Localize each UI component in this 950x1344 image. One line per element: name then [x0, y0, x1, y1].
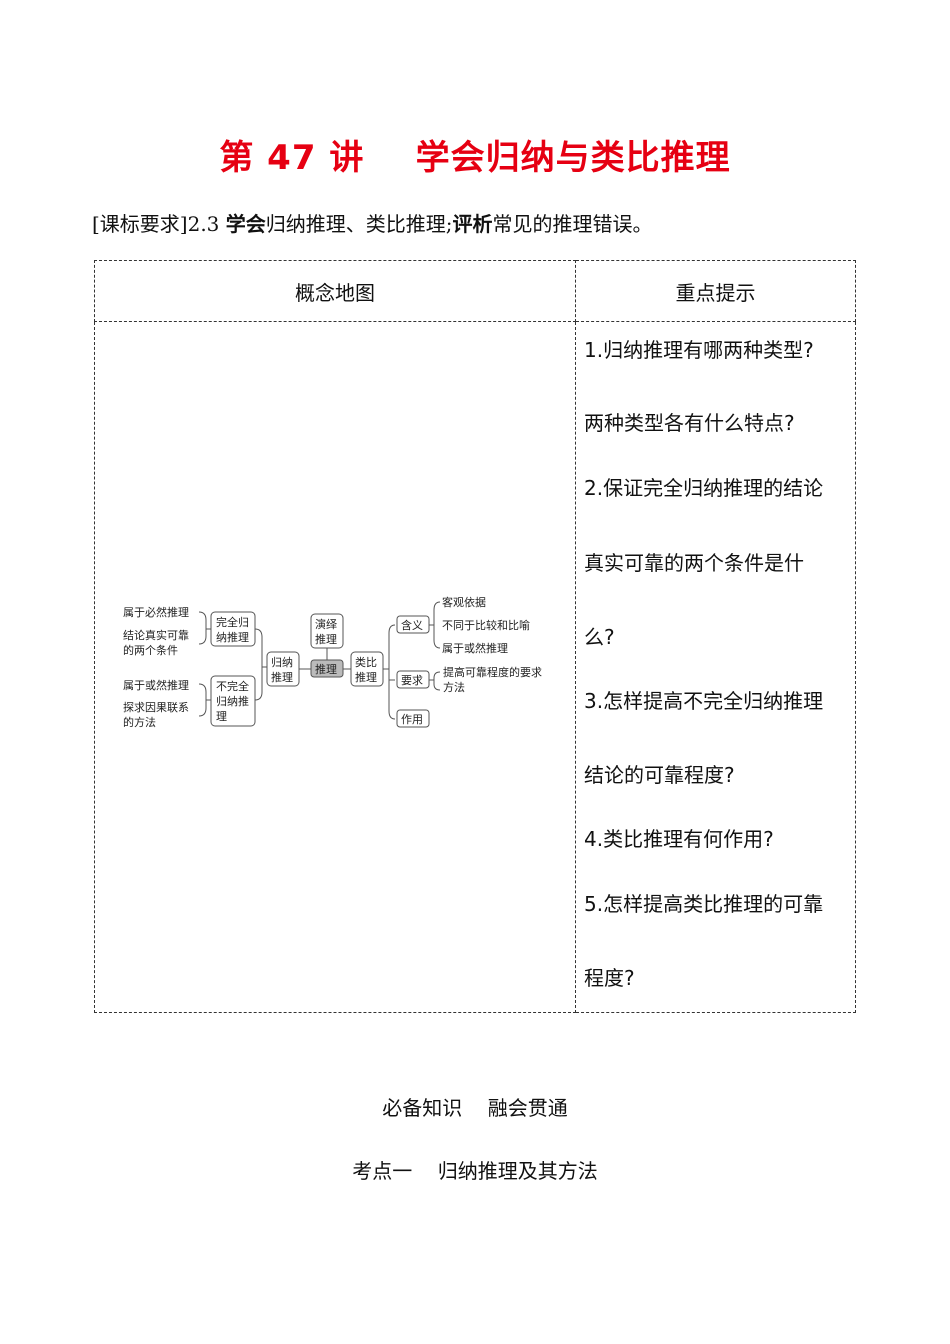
note-causal-1: 探求因果联系 — [123, 701, 189, 714]
req-prefix: [课标要求]2.3 — [92, 212, 226, 236]
tip-line: 真实可靠的两个条件是什 — [584, 551, 804, 575]
section-subheading: 考点一 归纳推理及其方法 — [352, 1159, 598, 1183]
section-heading: 必备知识 融会贯通 — [382, 1096, 568, 1120]
meaning-item-different: 不同于比较和比喻 — [442, 618, 530, 632]
incomplete-inductive-3: 理 — [216, 710, 227, 723]
tip-line: 结论的可靠程度? — [584, 763, 735, 787]
curriculum-requirement: [课标要求]2.3 学会归纳推理、类比推理;评析常见的推理错误。 — [92, 208, 653, 237]
meaning-item-basis: 客观依据 — [442, 595, 486, 609]
deductive-1: 演绎 — [315, 617, 337, 631]
note-conditions-2: 的两个条件 — [123, 643, 178, 657]
overview-table: 概念地图 重点提示 属于必然推理 结论真实可靠 的两个条件 属于或然推理 探求因… — [94, 260, 856, 1013]
req-suffix: 常见的推理错误。 — [492, 212, 653, 236]
header-key-points: 重点提示 — [575, 260, 856, 322]
tip-line: 两种类型各有什么特点? — [584, 411, 795, 435]
tip-line: 3.怎样提高不完全归纳推理 — [584, 689, 824, 713]
analogy-2: 推理 — [355, 670, 377, 684]
req-bold-evaluate: 评析 — [452, 212, 493, 236]
inductive-2: 推理 — [271, 670, 293, 684]
note-necessary: 属于必然推理 — [123, 605, 189, 619]
header-concept-map: 概念地图 — [94, 260, 576, 322]
center-reasoning: 推理 — [315, 662, 337, 676]
tip-line: 1.归纳推理有哪两种类型? — [584, 338, 814, 362]
meaning-item-probable: 属于或然推理 — [442, 641, 508, 655]
branch-function: 作用 — [401, 713, 423, 726]
concept-map-diagram: 属于必然推理 结论真实可靠 的两个条件 属于或然推理 探求因果联系 的方法 完全… — [123, 595, 542, 729]
note-probable: 属于或然推理 — [123, 678, 189, 692]
tip-line: 4.类比推理有何作用? — [584, 827, 774, 851]
req-bold-learn: 学会 — [225, 212, 266, 236]
page-title: 第 47 讲 学会归纳与类比推理 — [219, 138, 731, 178]
requirement-item-reliability: 提高可靠程度的要求 — [443, 665, 542, 679]
branch-meaning: 含义 — [401, 618, 423, 632]
tip-line: 2.保证完全归纳推理的结论 — [584, 476, 824, 500]
incomplete-inductive-2: 归纳推 — [216, 694, 249, 708]
key-points-cell: 1.归纳推理有哪两种类型? 两种类型各有什么特点? 2.保证完全归纳推理的结论 … — [575, 321, 856, 1013]
inductive-1: 归纳 — [271, 655, 293, 669]
complete-inductive-1: 完全归 — [216, 615, 249, 629]
note-causal-2: 的方法 — [123, 715, 156, 729]
concept-map-cell: 属于必然推理 结论真实可靠 的两个条件 属于或然推理 探求因果联系 的方法 完全… — [94, 321, 576, 1013]
requirement-item-method: 方法 — [443, 680, 465, 694]
note-conditions-1: 结论真实可靠 — [123, 628, 189, 642]
tip-line: 么? — [584, 625, 615, 649]
analogy-1: 类比 — [355, 655, 377, 669]
complete-inductive-2: 纳推理 — [216, 630, 249, 644]
deductive-2: 推理 — [315, 632, 337, 646]
tip-line: 程度? — [584, 966, 635, 990]
req-middle: 归纳推理、类比推理; — [265, 212, 453, 236]
branch-requirement: 要求 — [401, 674, 423, 687]
tip-line: 5.怎样提高类比推理的可靠 — [584, 892, 824, 916]
incomplete-inductive-1: 不完全 — [216, 679, 249, 693]
